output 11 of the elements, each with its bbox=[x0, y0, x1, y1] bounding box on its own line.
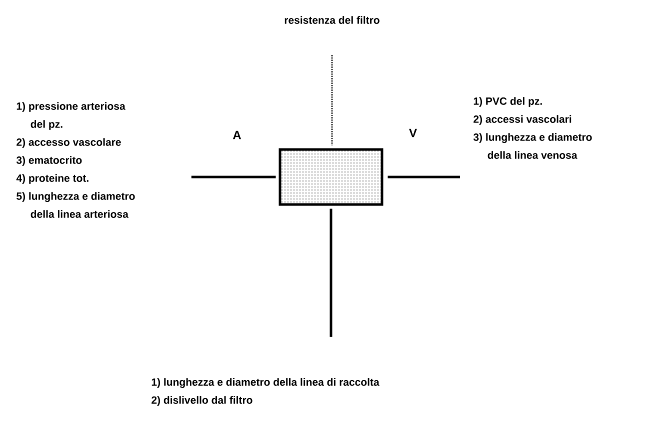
connector-line bbox=[330, 208, 332, 337]
item-list: 1) lunghezza e diametro della linea di raccolta 2) dislivello dal filtro bbox=[152, 378, 380, 406]
connector-line bbox=[388, 176, 460, 178]
edge-label: A bbox=[232, 130, 242, 140]
item-list: 1) pressione arteriosa del pz. 2) accesso vascolare 3) ematocrito 4) proteine tot. 5) lunghezza e diametro della linea arteriosa bbox=[16, 102, 135, 218]
item-list: 1) PVC del pz. 2) accessi vascolari 3) lunghezza e diametro della linea venosa bbox=[473, 97, 592, 159]
edge-label: V bbox=[408, 128, 418, 138]
annotation-text: resistenza del filtro bbox=[284, 16, 380, 24]
filter-box bbox=[278, 148, 384, 206]
connector-line bbox=[331, 55, 333, 146]
connector-line bbox=[191, 176, 276, 178]
